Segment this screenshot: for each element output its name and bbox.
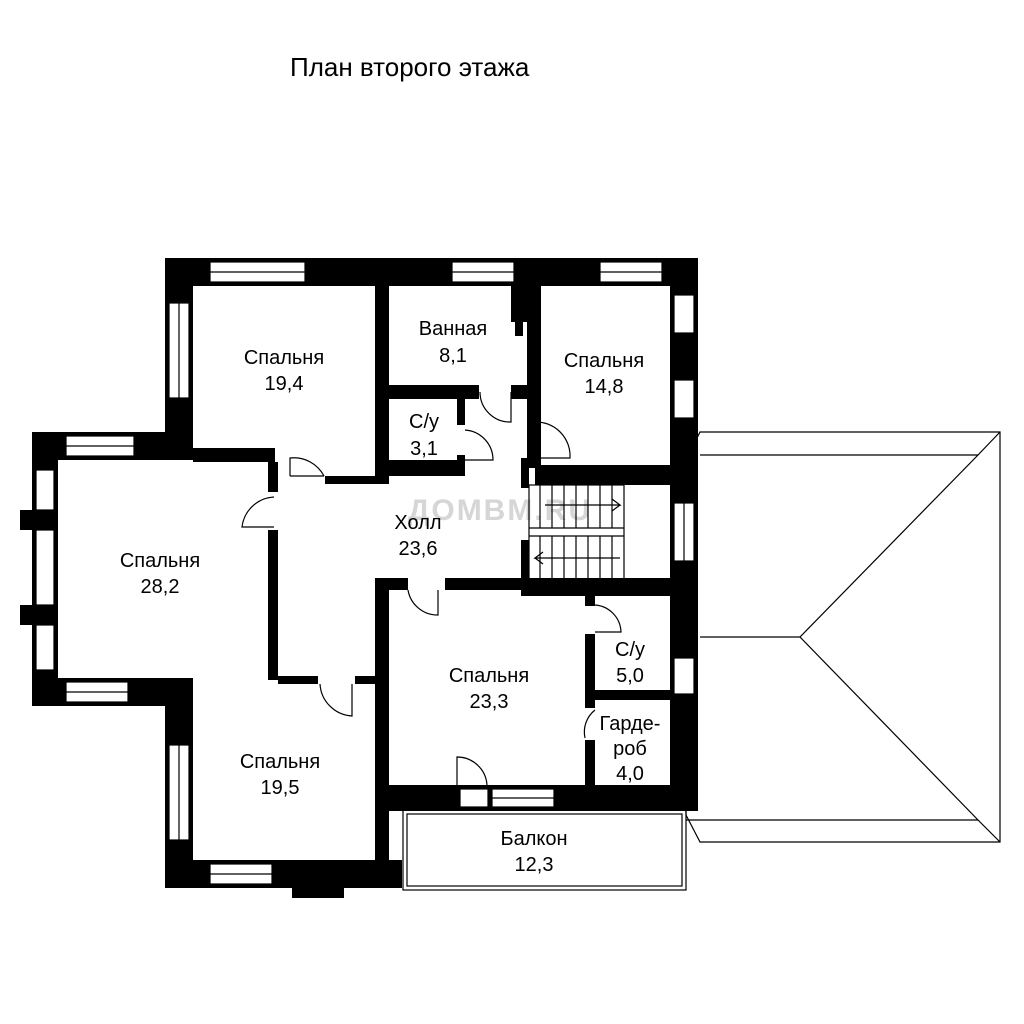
room-area-wardrobe: 4,0 <box>616 763 644 785</box>
room-name-bedroom-w: Спальня <box>120 550 200 572</box>
room-area-bedroom-sw: 19,5 <box>261 777 300 799</box>
room-area-bedroom-nw: 19,4 <box>265 373 304 395</box>
room-name-hall: Холл <box>394 512 441 534</box>
room-name-wardrobe-1: Гарде- <box>600 713 661 735</box>
watermark: ДОМВМ.RU <box>408 494 592 527</box>
room-area-bathroom: 8,1 <box>439 345 467 367</box>
staircase <box>528 484 625 581</box>
room-area-hall: 23,6 <box>399 538 438 560</box>
room-area-bedroom-c: 23,3 <box>470 691 509 713</box>
room-name-bedroom-ne: Спальня <box>564 350 644 372</box>
room-name-bedroom-sw: Спальня <box>240 751 320 773</box>
balcony-outline <box>402 809 687 891</box>
room-area-bedroom-ne: 14,8 <box>585 376 624 398</box>
doors <box>241 391 622 786</box>
room-name-wc-east: С/у <box>615 639 645 661</box>
room-area-wc-small: 3,1 <box>410 438 438 460</box>
room-area-bedroom-w: 28,2 <box>141 576 180 598</box>
room-name-balcony: Балкон <box>500 828 567 850</box>
room-name-bedroom-nw: Спальня <box>244 347 324 369</box>
room-name-bedroom-c: Спальня <box>449 665 529 687</box>
roof-outline <box>685 431 1001 843</box>
room-name-wardrobe-2: роб <box>613 738 647 760</box>
room-area-wc-east: 5,0 <box>616 665 644 687</box>
room-area-balcony: 12,3 <box>515 854 554 876</box>
room-name-bathroom: Ванная <box>419 318 488 340</box>
plan-title: План второго этажа <box>290 52 530 82</box>
room-labels: Спальня 19,4 Ванная 8,1 С/у 3,1 Спальня … <box>120 318 661 876</box>
room-name-wc-small: С/у <box>409 411 439 433</box>
windows <box>20 261 695 885</box>
